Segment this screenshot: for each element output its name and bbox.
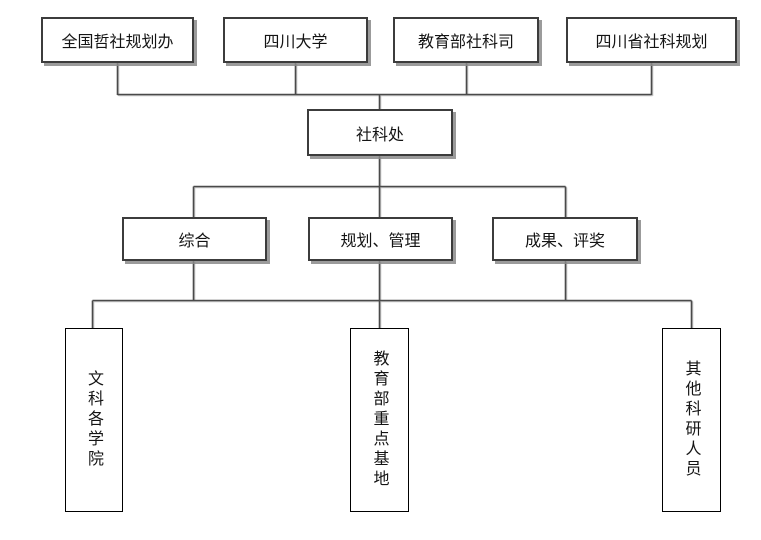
node-general-affairs: 综合: [122, 217, 267, 261]
node-other-research-personnel: 其他科研人员: [662, 328, 721, 512]
node-moe-key-research-bases: 教育部重点基地: [350, 328, 409, 512]
connector-paths: [91, 63, 693, 330]
node-achievements-awards: 成果、评奖: [492, 217, 638, 261]
node-sichuan-university: 四川大学: [223, 17, 368, 63]
node-social-science-office: 社科处: [307, 109, 453, 156]
node-planning-management: 规划、管理: [308, 217, 453, 261]
node-sichuan-social-science-planning: 四川省社科规划: [566, 17, 737, 63]
node-national-philosophy-social-science-planning-office: 全国哲社规划办: [41, 17, 194, 63]
node-liberal-arts-colleges: 文科各学院: [65, 328, 123, 512]
node-moe-social-science-department: 教育部社科司: [393, 17, 539, 63]
